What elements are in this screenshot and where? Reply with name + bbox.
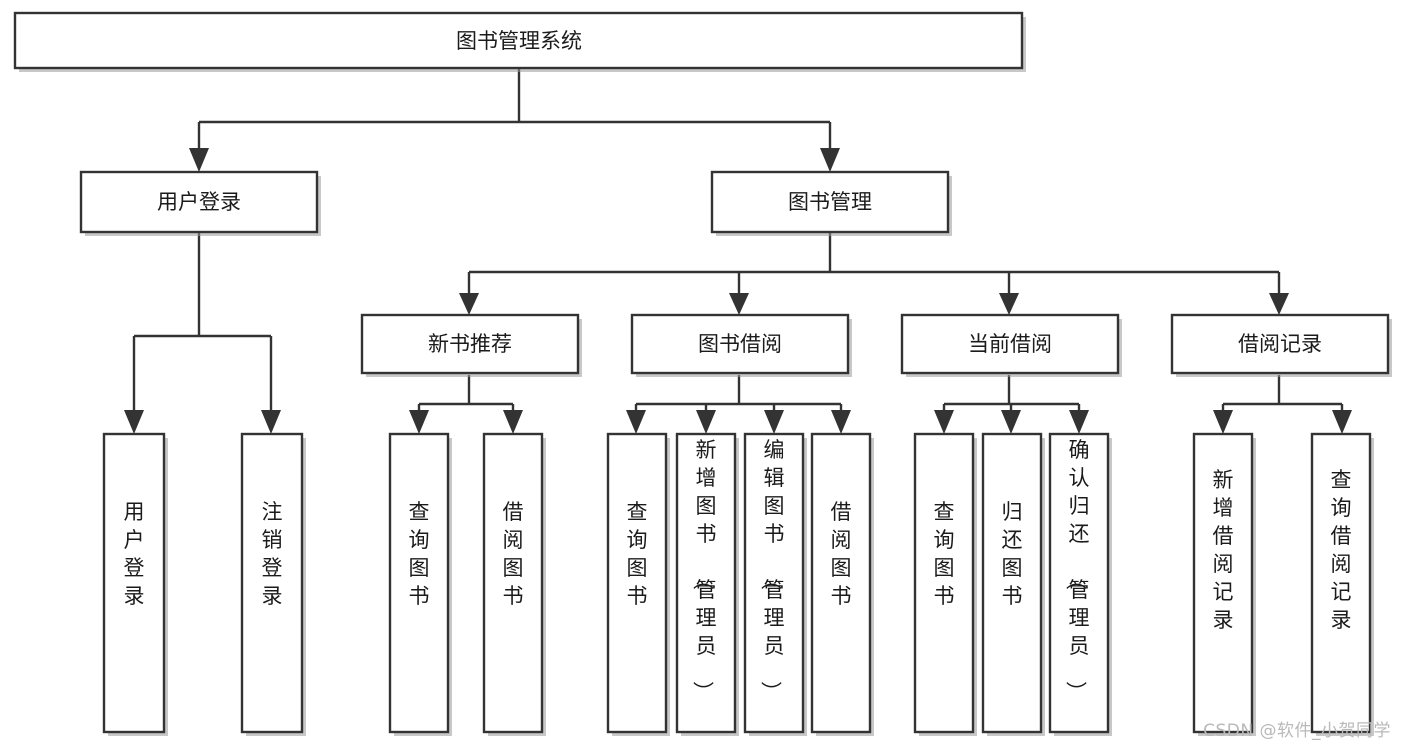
arrowhead-leaf-confirm-return (1069, 410, 1089, 434)
node-leaf-add-record-box (1192, 432, 1254, 734)
arrowhead-leaf-query-record (1332, 410, 1352, 434)
node-new-book-rec-box (360, 313, 580, 375)
node-book-borrow-box (630, 313, 850, 375)
node-leaf-borrow-book-1[interactable]: 借阅图书 (482, 432, 546, 736)
arrowhead-current-borrow (999, 293, 1019, 315)
node-current-borrow-box (900, 313, 1120, 375)
node-leaf-borrow-book-2-box (810, 432, 872, 734)
connector-layer (124, 68, 1352, 434)
arrowhead-user-login (189, 148, 209, 172)
arrowhead-book-borrow (729, 293, 749, 315)
node-leaf-borrow-book-2[interactable]: 借阅图书 (810, 432, 874, 736)
node-borrow-record-box (1170, 313, 1390, 375)
node-new-book-rec[interactable]: 新书推荐 (360, 313, 582, 377)
arrowhead-new-book-rec (459, 293, 479, 315)
node-root-box (13, 11, 1024, 70)
node-leaf-query-book-2[interactable]: 查询图书 (606, 432, 670, 736)
arrowhead-leaf-borrow-book-1 (503, 410, 523, 434)
node-leaf-query-record-label: 查询借阅记录 (1331, 468, 1352, 632)
node-current-borrow-label: 当前借阅 (968, 332, 1052, 356)
node-user-login-label: 用户登录 (157, 190, 241, 214)
node-leaf-confirm-return[interactable]: 确认归还（管理员） (1048, 432, 1112, 736)
node-leaf-add-record-label: 新增借阅记录 (1213, 468, 1234, 632)
node-leaf-edit-book-box (743, 432, 805, 734)
arrowhead-leaf-add-record (1213, 410, 1233, 434)
node-book-borrow-label: 图书借阅 (698, 332, 782, 356)
node-current-borrow[interactable]: 当前借阅 (900, 313, 1122, 377)
node-leaf-borrow-book-2-label: 借阅图书 (831, 500, 852, 608)
node-leaf-return-book[interactable]: 归还图书 (981, 432, 1045, 736)
arrowhead-leaf-borrow-book-2 (831, 410, 851, 434)
node-leaf-user-login-box (102, 432, 166, 734)
csdn-watermark: CSDN @软件_小贺同学 (1203, 721, 1391, 741)
node-borrow-record[interactable]: 借阅记录 (1170, 313, 1392, 377)
arrowhead-leaf-user-login (124, 410, 144, 434)
node-leaf-query-book-3-label: 查询图书 (934, 500, 955, 608)
node-leaf-user-login[interactable]: 用户登录 (102, 432, 168, 736)
node-leaf-query-book-3-box (913, 432, 975, 734)
node-new-book-rec-label: 新书推荐 (428, 332, 512, 356)
node-leaf-borrow-book-1-box (482, 432, 544, 734)
node-borrow-record-label: 借阅记录 (1238, 332, 1322, 356)
node-leaf-query-book-1-box (388, 432, 450, 734)
node-book-manage-box (710, 170, 950, 234)
node-leaf-logout-box (240, 432, 304, 734)
node-leaf-confirm-return-box (1048, 432, 1110, 734)
node-book-manage-label: 图书管理 (788, 190, 872, 214)
node-book-manage[interactable]: 图书管理 (710, 170, 952, 236)
node-root-label: 图书管理系统 (456, 29, 582, 53)
arrowhead-leaf-return-book (1001, 410, 1021, 434)
node-leaf-query-book-1[interactable]: 查询图书 (388, 432, 452, 736)
node-leaf-edit-book-label: 编辑图书（管理员） (759, 438, 785, 702)
node-leaf-user-login-label: 用户登录 (124, 500, 145, 608)
node-root[interactable]: 图书管理系统 (13, 11, 1026, 72)
arrowhead-leaf-edit-book (764, 410, 784, 434)
arrowhead-leaf-query-book-3 (934, 410, 954, 434)
arrowhead-leaf-query-book-2 (626, 410, 646, 434)
node-leaf-query-book-2-label: 查询图书 (627, 500, 648, 608)
arrowhead-leaf-logout (261, 410, 281, 434)
node-leaf-return-book-box (981, 432, 1043, 734)
node-leaf-add-book-label: 新增图书（管理员） (691, 438, 717, 702)
node-leaf-query-book-3[interactable]: 查询图书 (913, 432, 977, 736)
node-leaf-logout[interactable]: 注销登录 (240, 432, 306, 736)
node-leaf-query-book-2-box (606, 432, 668, 734)
node-leaf-borrow-book-1-label: 借阅图书 (503, 500, 524, 608)
node-leaf-query-book-1-label: 查询图书 (409, 500, 430, 608)
node-user-login-box (79, 170, 319, 234)
node-leaf-query-record[interactable]: 查询借阅记录 (1310, 432, 1374, 736)
node-leaf-add-record[interactable]: 新增借阅记录 (1192, 432, 1256, 736)
arrowhead-leaf-query-book-1 (409, 410, 429, 434)
arrowhead-borrow-record (1269, 293, 1289, 315)
node-leaf-return-book-label: 归还图书 (1002, 500, 1023, 608)
node-leaf-query-record-box (1310, 432, 1372, 734)
node-leaf-confirm-return-label: 确认归还（管理员） (1064, 438, 1090, 702)
node-leaf-add-book-box (675, 432, 737, 734)
node-user-login[interactable]: 用户登录 (79, 170, 321, 236)
arrowhead-book-manage (820, 148, 840, 172)
node-leaf-edit-book[interactable]: 编辑图书（管理员） (743, 432, 807, 736)
node-book-borrow[interactable]: 图书借阅 (630, 313, 852, 377)
node-leaf-add-book[interactable]: 新增图书（管理员） (675, 432, 739, 736)
arrowhead-leaf-add-book (696, 410, 716, 434)
node-leaf-logout-label: 注销登录 (262, 500, 283, 608)
